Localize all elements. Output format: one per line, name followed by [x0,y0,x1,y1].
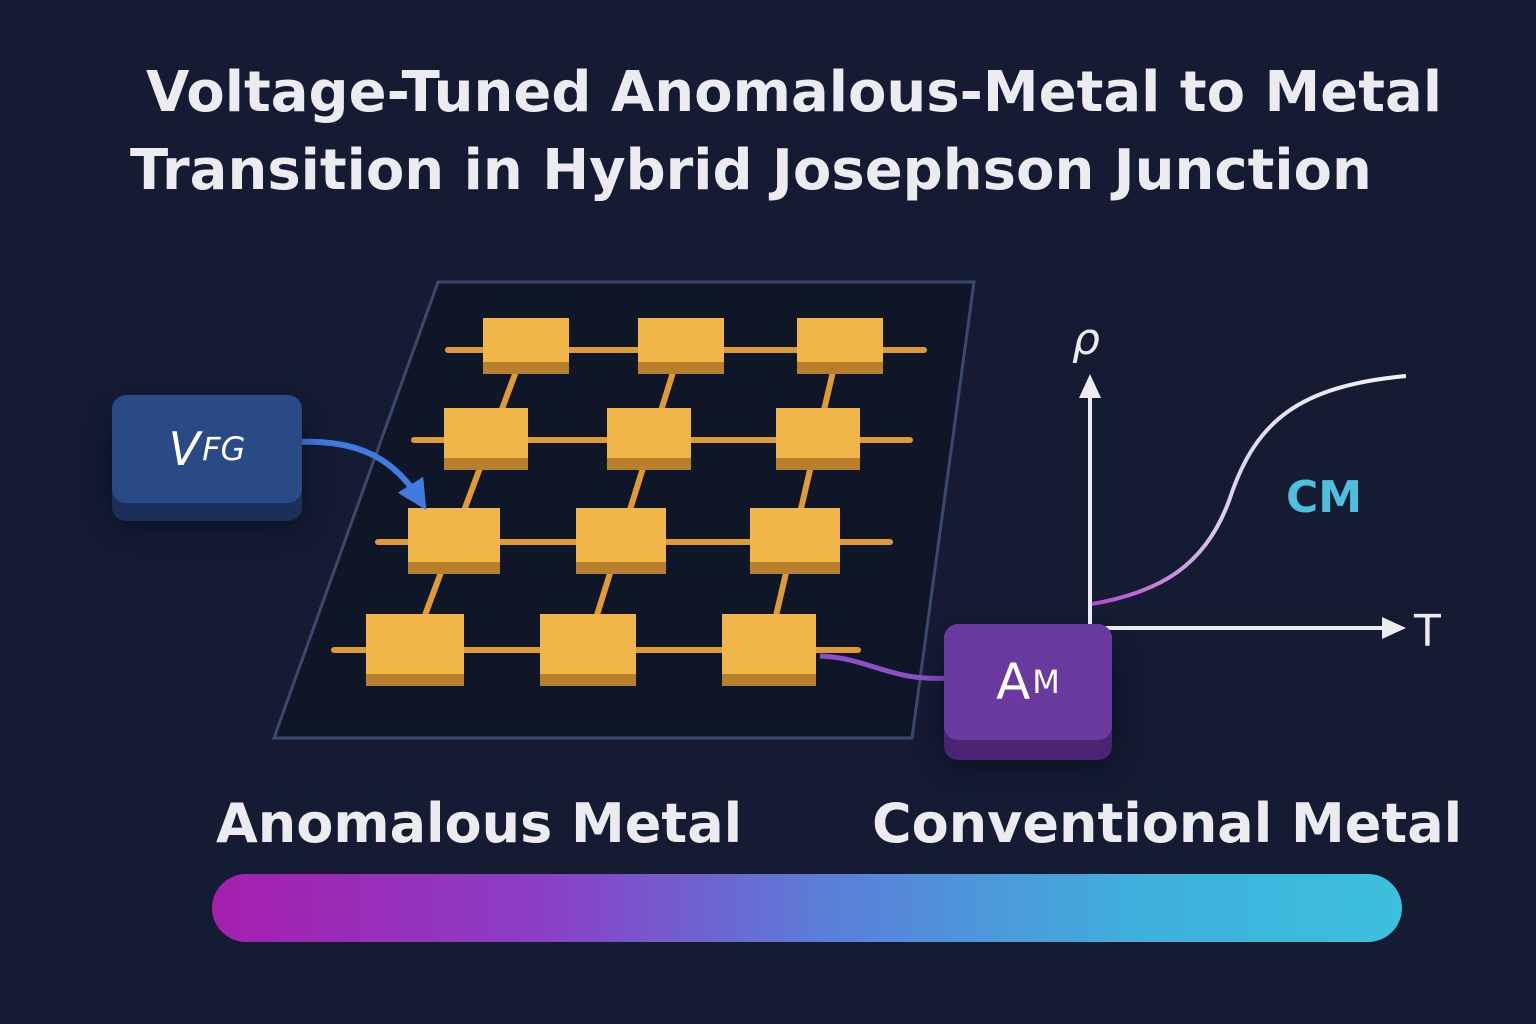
island [607,408,691,470]
curve-label: CM [1286,472,1363,523]
island [776,408,860,470]
resistivity-plot [1079,374,1406,639]
y-axis-arrowhead [1079,374,1101,398]
am-connector [819,653,951,681]
anomalous-metal-main: A [996,653,1031,711]
y-axis-label: ρ [1072,314,1100,365]
island [444,408,528,470]
island [638,318,724,374]
regime-left-label: Anomalous Metal [216,792,743,855]
title-line-1: Voltage-Tuned Anomalous-Metal to Metal [146,60,1443,125]
island [722,614,816,686]
island-grid [366,318,883,686]
x-axis-arrowhead [1382,617,1406,639]
regime-right-label: Conventional Metal [872,792,1463,855]
island [797,318,883,374]
anomalous-metal-sub: M [1032,663,1060,701]
title-line-2: Transition in Hybrid Josephson Junction [130,138,1372,203]
wire-col-2 [583,347,683,653]
x-axis-label: T [1414,606,1441,657]
regime-gradient-bar [212,874,1402,942]
island [408,508,500,574]
island [540,614,636,686]
resistivity-curve [1091,374,1407,606]
gate-voltage-main: V [168,422,201,476]
wire-col-3 [765,347,841,653]
island [750,508,840,574]
wire-col-1 [409,347,527,653]
island [483,318,569,374]
gate-arrow [295,438,427,511]
island [576,508,666,574]
island [366,614,464,686]
gate-voltage-sub: FG [202,430,246,468]
